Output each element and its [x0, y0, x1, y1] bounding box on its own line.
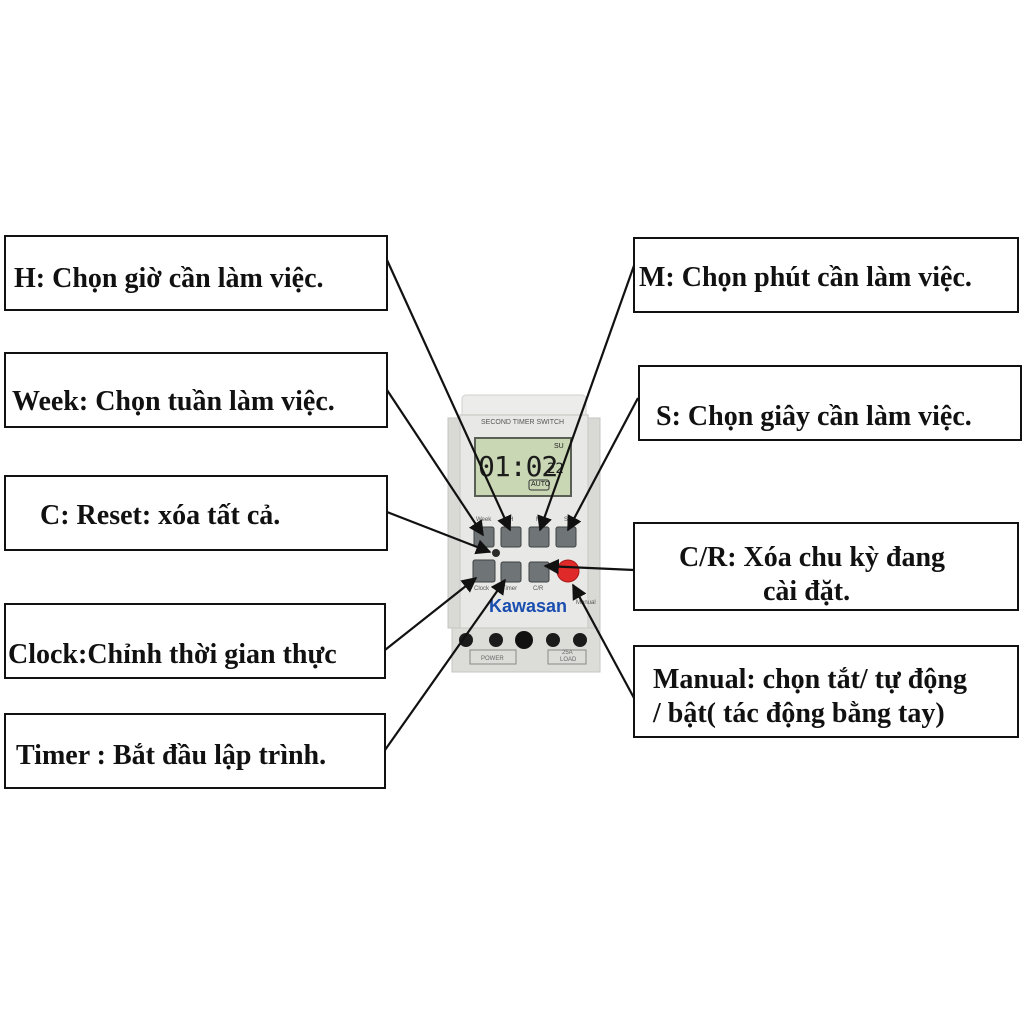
callout-h: H: Chọn giờ cần làm việc. — [4, 235, 388, 311]
callout-c: C: Reset: xóa tất cả. — [4, 475, 388, 551]
callout-timer-text: Timer : Bắt đầu lập trình. — [16, 740, 327, 771]
clock-button-label: Clock — [474, 586, 490, 592]
terminal — [546, 633, 560, 647]
load-label: LOAD — [560, 657, 577, 663]
callout-cr-line2: cài đặt. — [763, 575, 851, 607]
leader-c — [386, 510, 492, 555]
cr-button-label: C/R — [533, 586, 544, 592]
timer-button-label: Timer — [502, 586, 518, 592]
callout-h-text: H: Chọn giờ cần làm việc. — [14, 263, 324, 294]
s-button[interactable] — [555, 526, 577, 548]
device-header: SECOND TIMER SWITCH — [481, 419, 565, 426]
lcd-time: 01:02 — [478, 450, 558, 483]
leader-h — [385, 259, 512, 532]
callout-s: S: Chọn giây cần làm việc. — [638, 365, 1022, 441]
callout-c-text: C: Reset: xóa tất cả. — [40, 500, 281, 531]
terminal — [573, 633, 587, 647]
reset-button[interactable] — [492, 549, 500, 557]
leader-cr — [543, 558, 635, 575]
callout-cr-line1: C/R: Xóa chu kỳ đang — [679, 542, 946, 573]
callout-cr: C/R: Xóa chu kỳ đang cài đặt. — [633, 522, 1019, 611]
callout-week: Week: Chọn tuần làm việc. — [4, 352, 388, 428]
leader-clock — [384, 577, 478, 651]
terminal — [489, 633, 503, 647]
callout-s-text: S: Chọn giây cần làm việc. — [656, 401, 972, 432]
brand-logo: Kawasan — [489, 596, 568, 616]
callout-timer: Timer : Bắt đầu lập trình. — [4, 713, 386, 789]
leader-m — [537, 259, 638, 532]
leader-week — [386, 389, 484, 537]
callout-m: M: Chọn phút cần làm việc. — [633, 237, 1019, 313]
power-label: POWER — [481, 656, 504, 662]
clock-button[interactable] — [472, 559, 496, 583]
callout-m-text: M: Chọn phút cần làm việc. — [639, 262, 972, 293]
manual-button-label: Manual — [576, 600, 596, 606]
callout-manual-line2: / bật( tác động bằng tay) — [653, 697, 945, 729]
leader-timer — [384, 578, 506, 751]
leader-s — [567, 397, 639, 532]
s-button-label: S — [564, 517, 569, 523]
leader-manual — [572, 583, 635, 699]
timer-button[interactable] — [500, 561, 522, 583]
callout-clock: Clock:Chỉnh thời gian thực — [4, 603, 386, 679]
callout-manual-line1: Manual: chọn tắt/ tự động — [653, 664, 967, 695]
terminal — [515, 631, 533, 649]
callout-manual: Manual: chọn tắt/ tự động / bật( tác độn… — [633, 645, 1019, 738]
callout-clock-text: Clock:Chỉnh thời gian thực — [8, 639, 337, 670]
callout-week-text: Week: Chọn tuần làm việc. — [12, 386, 335, 417]
terminal — [459, 633, 473, 647]
lcd-mode: AUTO — [531, 481, 551, 488]
lcd-day: SU — [554, 443, 564, 450]
load-rating-label: 25A — [562, 650, 573, 656]
